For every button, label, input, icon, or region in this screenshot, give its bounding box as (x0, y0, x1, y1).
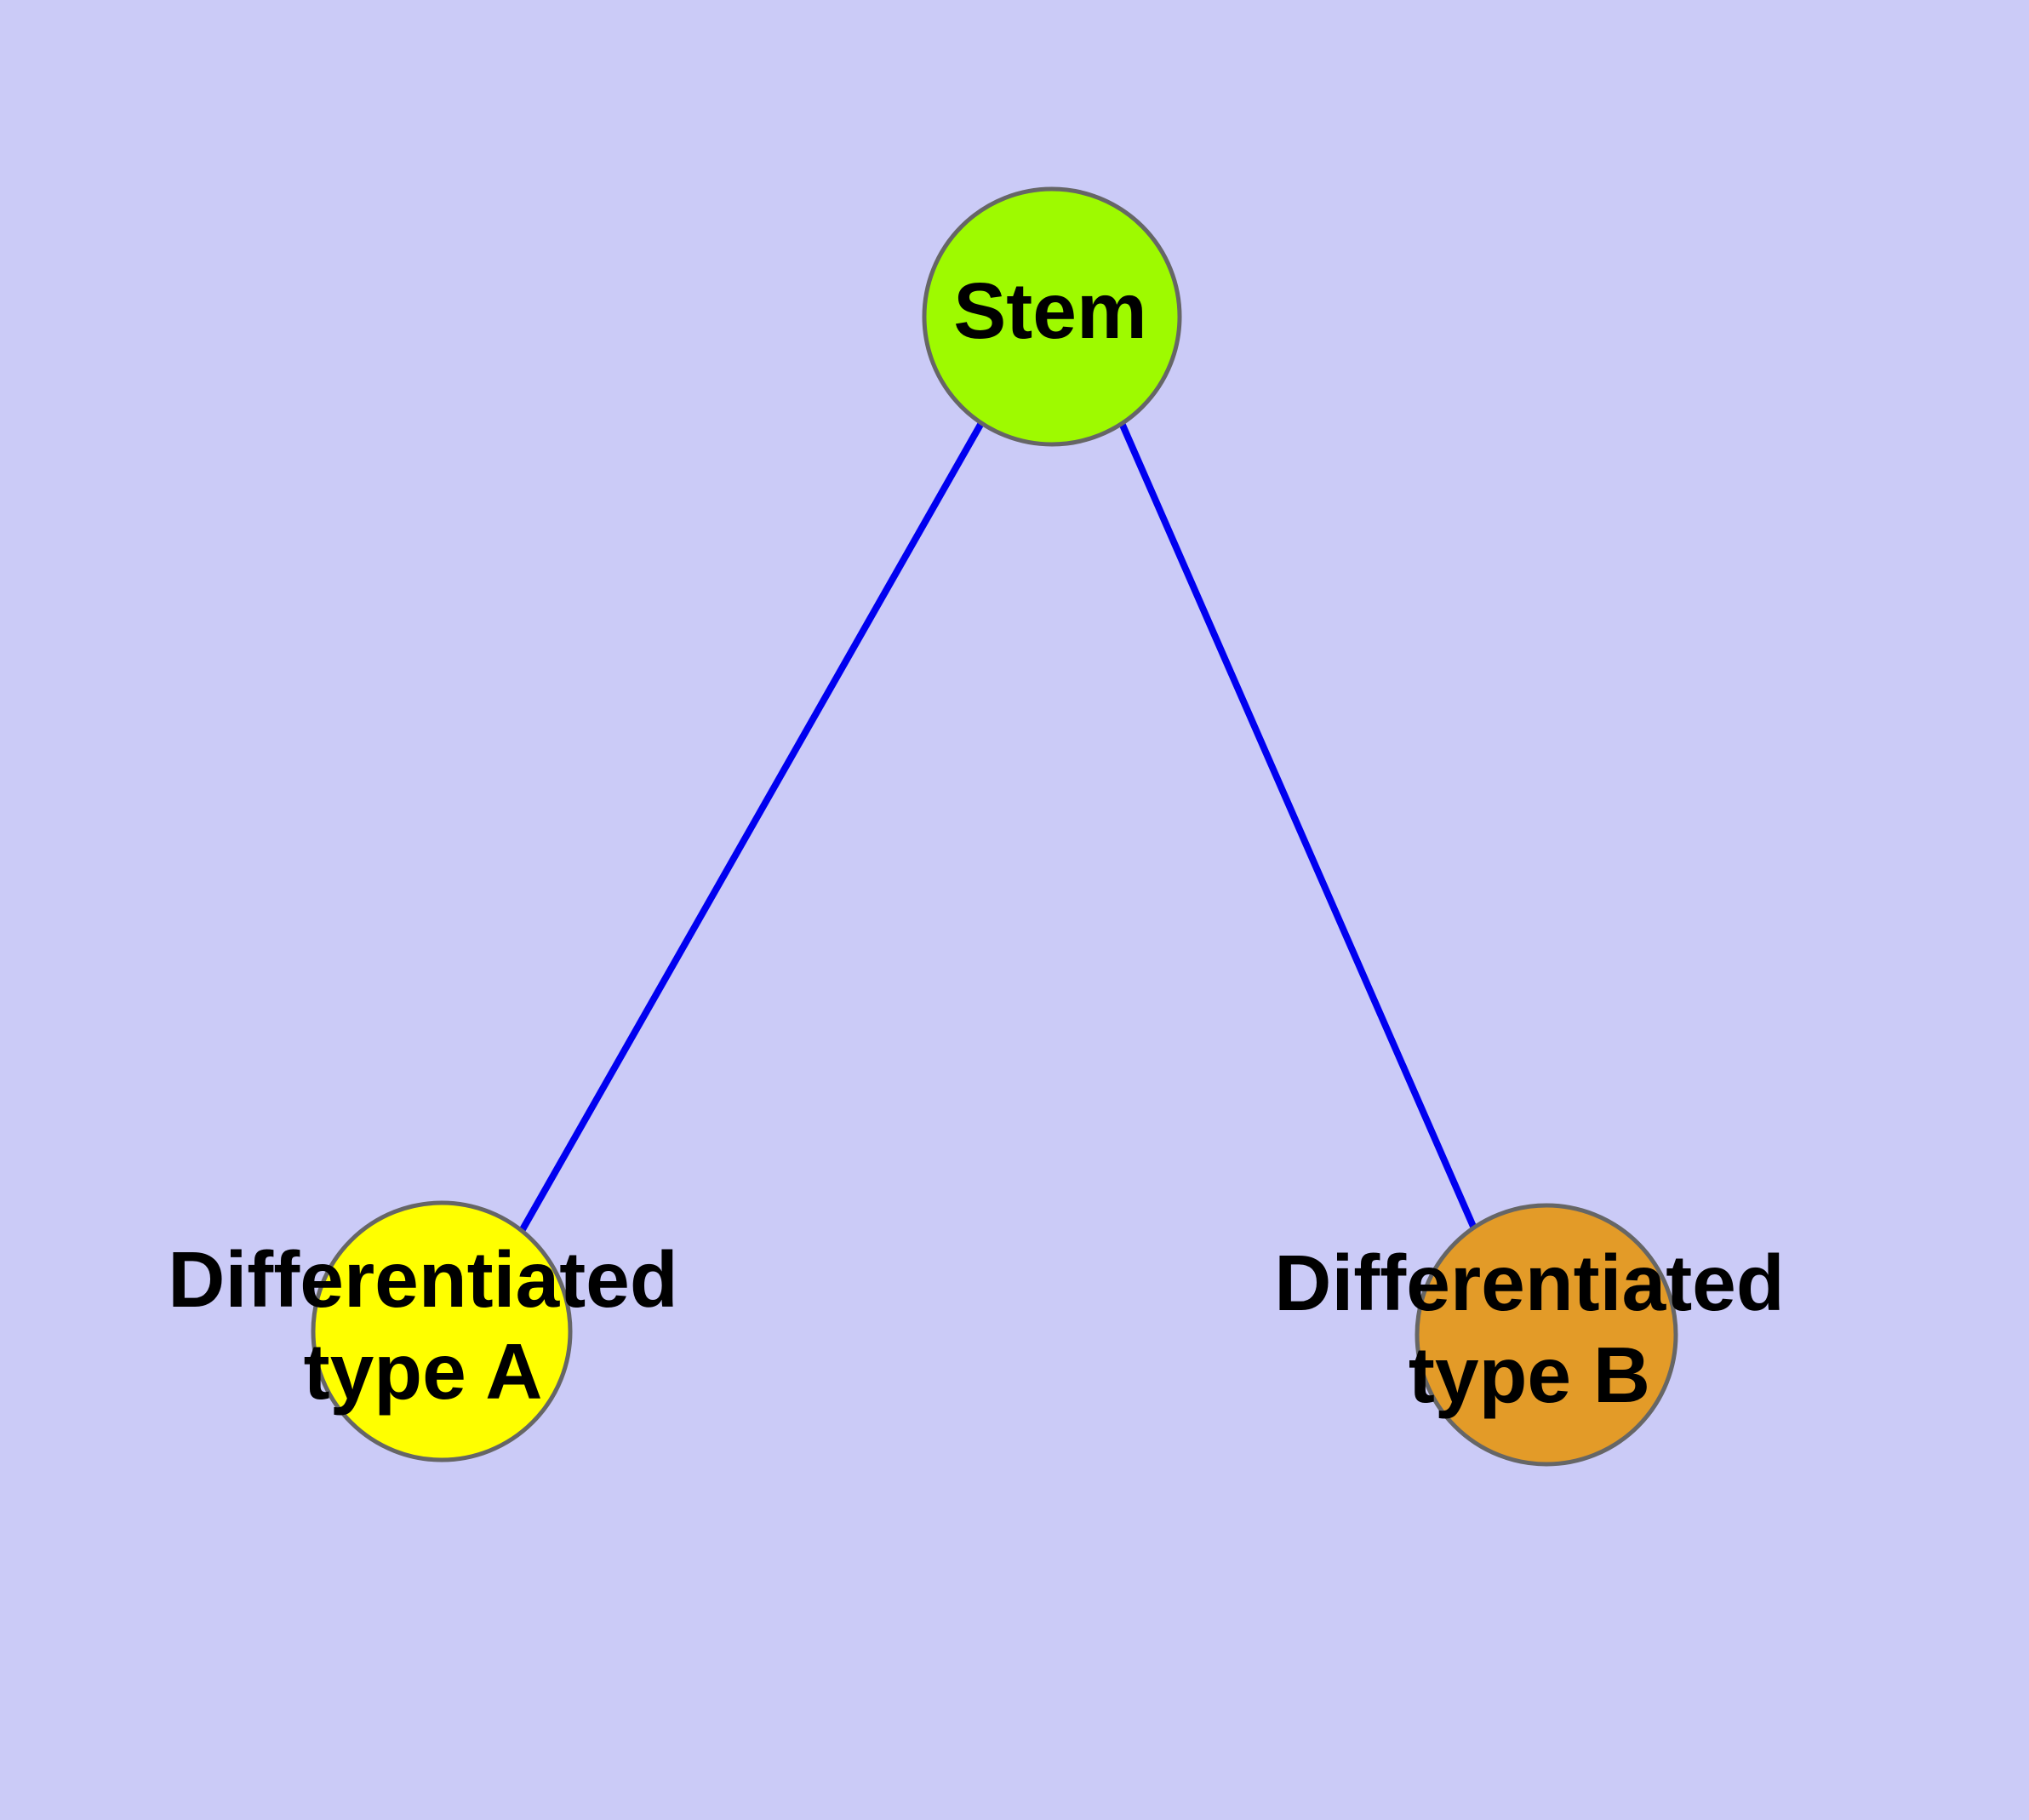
node-circle-diff-a[interactable] (311, 1200, 573, 1462)
node-label-stem: Stem (953, 266, 1146, 355)
node-label-line: Differentiated (1274, 1239, 1784, 1327)
node-label-line: type A (304, 1327, 543, 1416)
graph-node-stem[interactable]: Stem (922, 186, 1182, 447)
node-label-line: Stem (953, 266, 1146, 355)
node-label-line: Differentiated (168, 1235, 677, 1324)
edges-group (518, 421, 1477, 1233)
graph-edge-stem-to-diff-a[interactable] (518, 421, 985, 1233)
node-circle-stem[interactable] (922, 186, 1182, 447)
node-label-line: type B (1409, 1331, 1650, 1419)
graph-edge-stem-to-diff-b[interactable] (1118, 421, 1477, 1230)
node-circle-diff-b[interactable] (1415, 1203, 1678, 1467)
